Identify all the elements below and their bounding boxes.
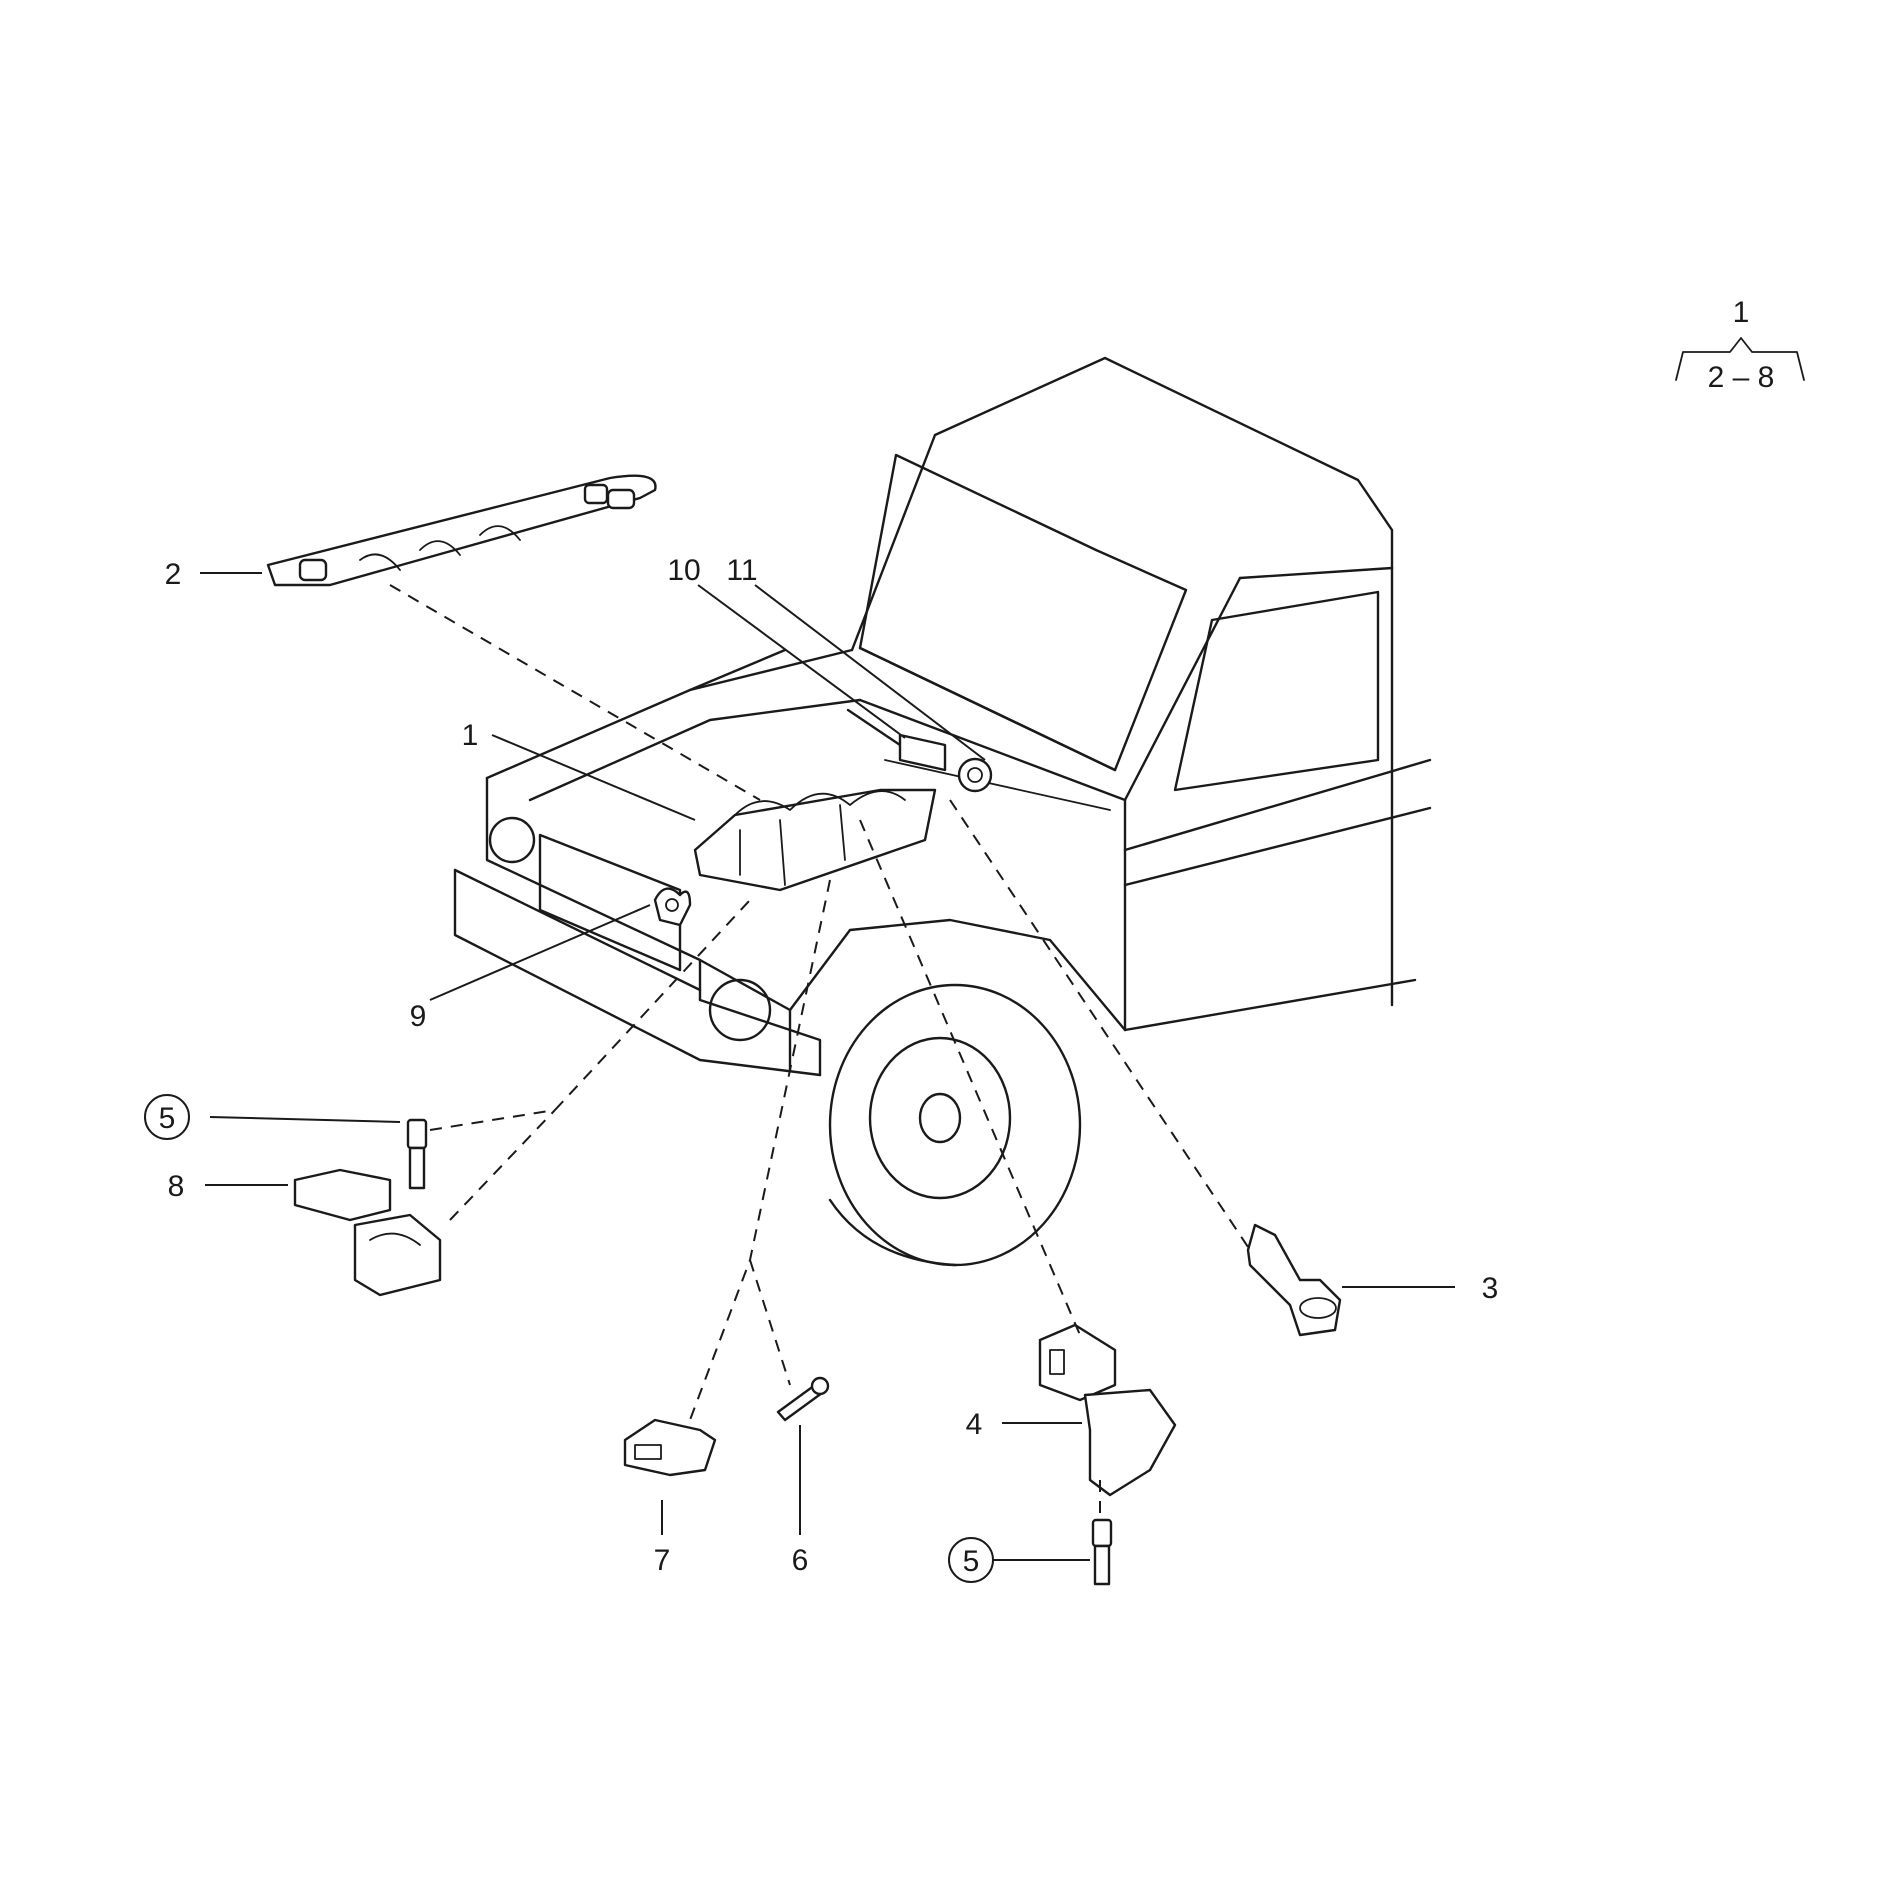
callout-1: 1 xyxy=(462,719,479,752)
callout-4: 4 xyxy=(966,1408,983,1441)
callout-5-right: 5 xyxy=(963,1545,980,1578)
part-2-front-harness xyxy=(266,474,657,587)
callout-5-left: 5 xyxy=(159,1102,176,1135)
callouts: 1 2 3 4 5 5 6 7 8 9 10 11 xyxy=(144,554,1499,1583)
callout-7: 7 xyxy=(654,1544,671,1577)
legend-top: 1 xyxy=(1733,296,1750,329)
callout-6: 6 xyxy=(792,1544,809,1577)
callout-5-circle-right xyxy=(948,1537,994,1583)
vehicle-illustration xyxy=(453,356,1432,1267)
callout-2: 2 xyxy=(165,558,182,591)
part-8-bracket xyxy=(293,1168,442,1297)
dashed-lines xyxy=(389,584,1251,1520)
part-1-engine-harness xyxy=(693,788,937,892)
part-5-bolt-left xyxy=(406,1118,428,1190)
callout-11: 11 xyxy=(726,554,757,587)
assembly-legend: 1 2 – 8 xyxy=(1675,296,1805,394)
part-4-bracket xyxy=(1038,1323,1177,1497)
part-7-connector xyxy=(623,1418,717,1477)
callout-8: 8 xyxy=(168,1170,185,1203)
callout-10: 10 xyxy=(667,554,700,587)
legend-range: 2 – 8 xyxy=(1708,361,1775,394)
callout-9: 9 xyxy=(410,1000,427,1033)
part-9-clip xyxy=(653,887,692,927)
part-3-sensor xyxy=(1246,1223,1342,1337)
callout-3: 3 xyxy=(1482,1272,1499,1305)
legend-brace-icon xyxy=(1675,337,1805,381)
leader-lines xyxy=(200,572,1455,1561)
part-6-pin xyxy=(776,1376,830,1422)
part-5-bolt-right xyxy=(1091,1518,1113,1586)
part-10-11-sensor xyxy=(846,708,993,793)
callout-5-circle-left xyxy=(144,1094,190,1140)
